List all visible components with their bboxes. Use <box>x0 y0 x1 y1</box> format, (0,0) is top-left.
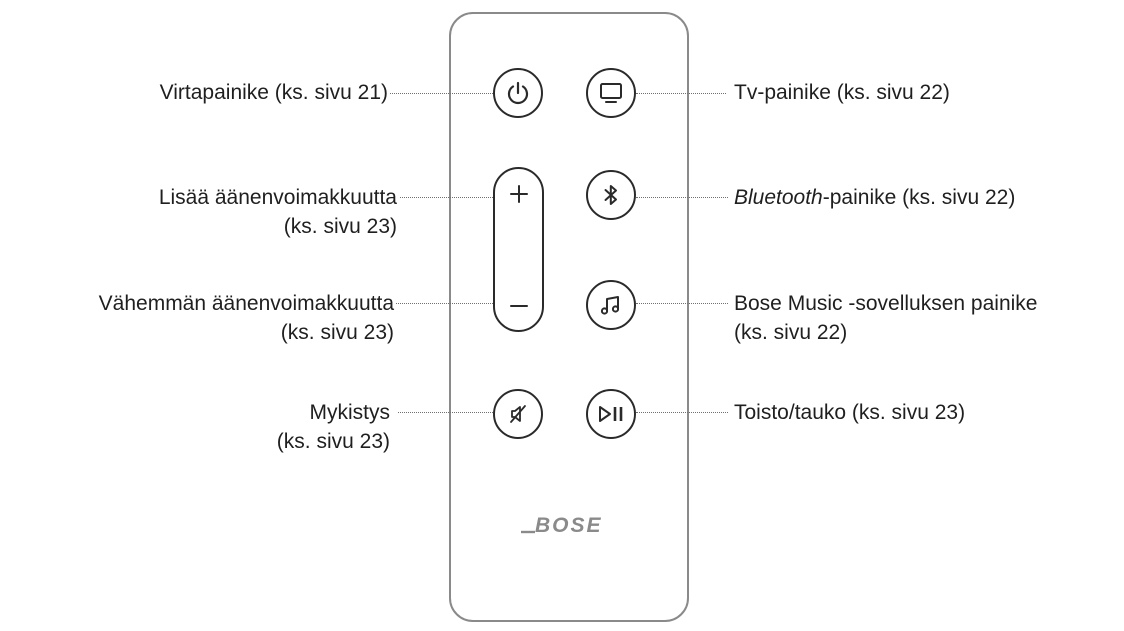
label-bluetooth: Bluetooth-painike (ks. sivu 22) <box>734 183 1015 212</box>
bluetooth-button[interactable] <box>586 170 636 220</box>
tv-button[interactable] <box>586 68 636 118</box>
label-bluetooth-brand: Bluetooth <box>734 186 823 209</box>
label-music: Bose Music -sovelluksen painike (ks. siv… <box>734 289 1037 347</box>
label-mute-line2: (ks. sivu 23) <box>276 430 390 453</box>
label-volume-up-line1: Lisää äänenvoimakkuutta <box>158 186 397 209</box>
leader-mute <box>398 412 493 413</box>
mute-icon <box>510 405 526 423</box>
leader-music <box>636 303 728 304</box>
plus-icon[interactable] <box>508 183 530 205</box>
label-mute-line1: Mykistys <box>309 401 391 424</box>
label-mute: Mykistys (ks. sivu 23) <box>277 398 390 456</box>
label-tv-text: Tv-painike (ks. sivu 22) <box>734 81 950 104</box>
music-button[interactable] <box>586 280 636 330</box>
label-volume-up-line2: (ks. sivu 23) <box>283 215 397 238</box>
volume-rocker <box>493 167 544 332</box>
label-power: Virtapainike (ks. sivu 21) <box>160 78 388 107</box>
label-music-line1: Bose Music -sovelluksen painike <box>734 292 1038 315</box>
label-bluetooth-rest: -painike (ks. sivu 22) <box>822 186 1016 209</box>
play-pause-icon <box>599 406 623 422</box>
bluetooth-icon <box>604 185 617 205</box>
leader-volume-up <box>400 197 493 198</box>
power-button[interactable] <box>493 68 543 118</box>
label-volume-down-line2: (ks. sivu 23) <box>280 321 394 344</box>
minus-icon[interactable] <box>508 295 530 317</box>
label-tv: Tv-painike (ks. sivu 22) <box>734 78 950 107</box>
label-volume-down: Vähemmän äänenvoimakkuutta (ks. sivu 23) <box>99 289 394 347</box>
tv-icon <box>600 83 622 103</box>
label-play-pause: Toisto/tauko (ks. sivu 23) <box>734 398 965 427</box>
leader-volume-down <box>396 303 493 304</box>
mute-button[interactable] <box>493 389 543 439</box>
label-play-pause-text: Toisto/tauko (ks. sivu 23) <box>734 401 966 424</box>
label-power-text: Virtapainike (ks. sivu 21) <box>159 81 388 104</box>
leader-power <box>390 93 493 94</box>
leader-tv <box>636 93 726 94</box>
label-volume-up: Lisää äänenvoimakkuutta (ks. sivu 23) <box>159 183 397 241</box>
music-note-icon <box>600 296 620 315</box>
play-pause-button[interactable] <box>586 389 636 439</box>
leader-bluetooth <box>636 197 728 198</box>
remote-control-body <box>449 12 689 622</box>
leader-play-pause <box>636 412 728 413</box>
bose-logo: BOSE <box>521 514 603 537</box>
svg-text:BOSE: BOSE <box>535 514 603 537</box>
label-music-line2: (ks. sivu 22) <box>734 321 848 344</box>
label-volume-down-line1: Vähemmän äänenvoimakkuutta <box>98 292 394 315</box>
power-icon <box>507 81 529 105</box>
